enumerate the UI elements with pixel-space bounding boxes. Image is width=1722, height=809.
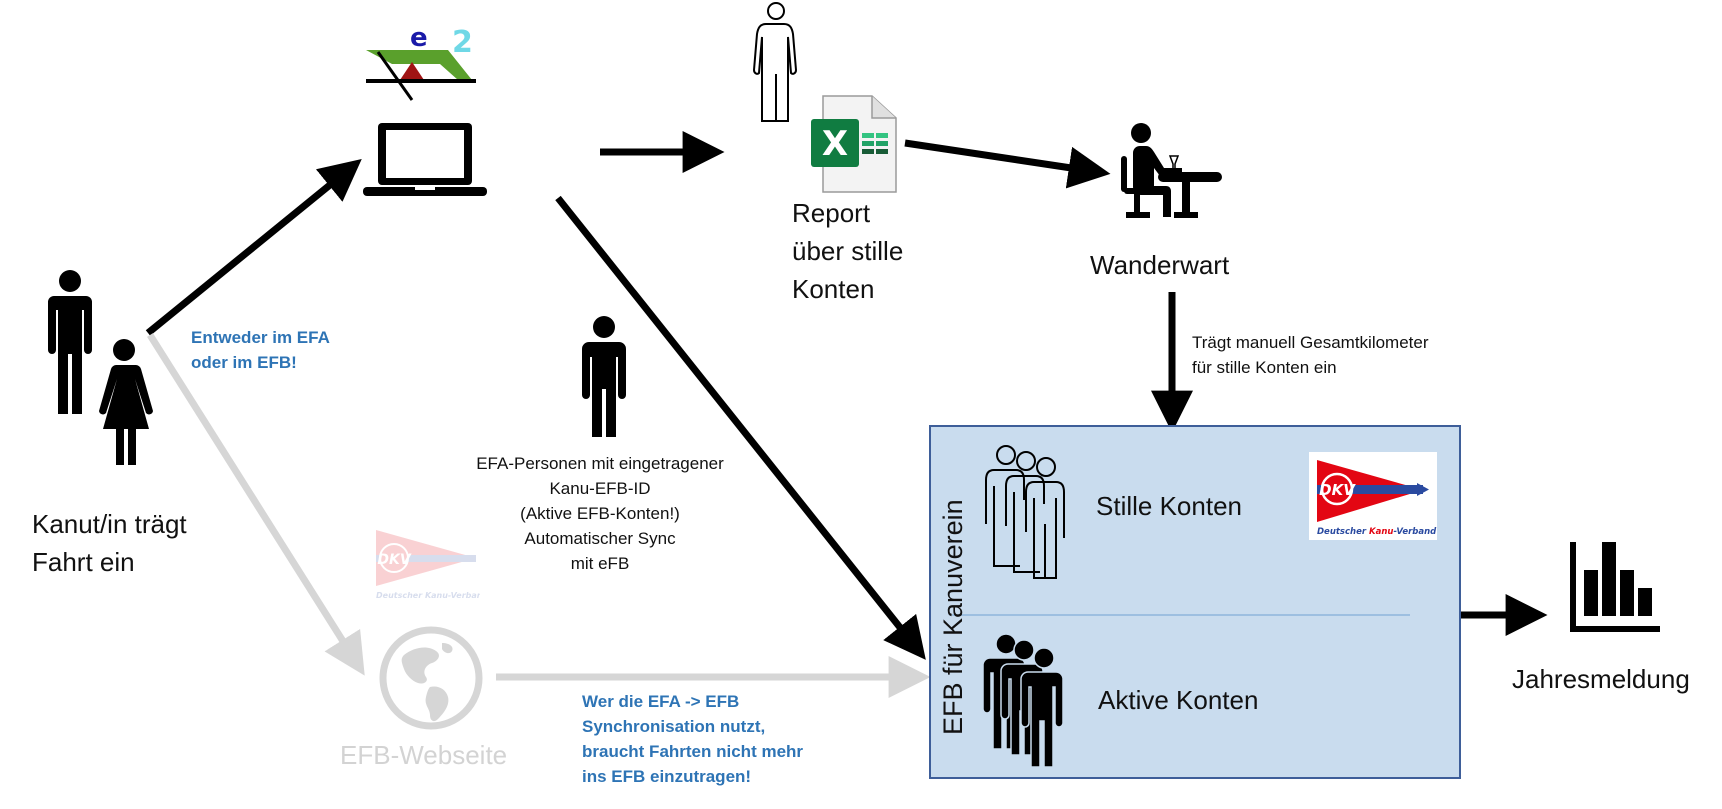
svg-text:X: X — [822, 124, 848, 164]
excel-file-icon: X — [811, 95, 897, 193]
report-label: Report über stille Konten — [792, 194, 903, 308]
dkv-logo: DKV Deutscher Kanu-Verband — [1317, 460, 1437, 537]
jahresmeldung-label: Jahresmeldung — [1512, 664, 1690, 694]
svg-text:Deutscher Kanu-Verband: Deutscher Kanu-Verband — [376, 591, 480, 600]
efa-logo-2: 2 — [452, 25, 473, 60]
man-and-woman-icon — [48, 270, 153, 465]
stille-konten-group-icon — [985, 445, 1065, 579]
efa-persons-line4: Automatischer Sync — [524, 529, 676, 548]
efa-persons-line3: (Aktive EFB-Konten!) — [520, 504, 680, 523]
either-or-note: Entweder im EFA oder im EFB! — [191, 325, 330, 375]
dkv-caption-b: Kanu — [1369, 527, 1393, 537]
efa-persons-line1: EFA-Personen mit eingetragener — [476, 454, 724, 473]
kanute-label-line1: Kanut/in trägt — [32, 509, 187, 539]
arrow-kanute-to-efb-website — [147, 333, 365, 676]
dkv-caption-c: -Verband — [1393, 527, 1437, 537]
wanderwart-action-line1: Trägt manuell Gesamtkilometer — [1192, 333, 1429, 352]
dkv-logo-faded: DKV Deutscher Kanu-Verband — [376, 530, 480, 600]
efa-persons-line2: Kanu-EFB-ID — [549, 479, 651, 498]
kanute-label-line2: Fahrt ein — [32, 547, 135, 577]
efa-persons-line5: mit eFB — [570, 554, 630, 573]
globe-icon — [379, 626, 483, 730]
efa-persons-note: EFA-Personen mit eingetragener Kanu-EFB-… — [455, 451, 745, 576]
efb-box-divider — [952, 614, 1410, 616]
report-label-line2: über stille — [792, 236, 904, 266]
dkv-logo-card: DKV Deutscher Kanu-Verband — [1309, 452, 1437, 540]
report-label-line1: Report — [792, 198, 871, 228]
sync-hint-line1: Wer die EFA -> EFB — [582, 692, 740, 711]
arrow-efa-sync-to-efb — [555, 195, 926, 660]
either-or-line1: Entweder im EFA — [191, 328, 330, 347]
efb-box-title: EFB für Kanuverein — [938, 499, 968, 735]
aktive-konten-label: Aktive Konten — [1098, 685, 1259, 715]
efb-website-label: EFB-Webseite — [340, 740, 508, 770]
person-icon — [582, 316, 626, 437]
stille-konten-label: Stille Konten — [1096, 491, 1242, 521]
sync-hint-line4: ins EFB einzutragen! — [582, 767, 752, 786]
sync-hint-line3: braucht Fahrten nicht mehr — [582, 742, 804, 761]
dkv-logo-text: DKV — [1319, 481, 1356, 499]
wanderwart-action-note: Trägt manuell Gesamtkilometer für stille… — [1192, 330, 1429, 380]
person-at-desk-icon — [1121, 123, 1222, 218]
dkv-caption-a: Deutscher — [1317, 527, 1369, 537]
wanderwart-action-line2: für stille Konten ein — [1192, 358, 1337, 377]
kanute-label: Kanut/in trägt Fahrt ein — [32, 505, 187, 581]
sync-hint-note: Wer die EFA -> EFB Synchronisation nutzt… — [582, 689, 803, 789]
outline-person-icon — [752, 2, 798, 122]
dkv-logo-faded-text: DKV — [377, 552, 411, 568]
arrow-kanute-to-efa — [145, 159, 362, 336]
efa-logo: e 2 — [366, 24, 476, 101]
aktive-konten-group-icon — [982, 633, 1064, 768]
svg-text:Deutscher Kanu-Verband: Deutscher Kanu-Verband — [1317, 527, 1437, 537]
either-or-line2: oder im EFB! — [191, 353, 297, 372]
report-label-line3: Konten — [792, 274, 875, 304]
efa-logo-e: e — [410, 24, 428, 53]
laptop-icon — [363, 123, 487, 196]
wanderwart-label: Wanderwart — [1090, 250, 1230, 280]
sync-hint-line2: Synchronisation nutzt, — [582, 717, 766, 736]
bar-chart-icon — [1570, 542, 1660, 632]
arrow-report-to-wanderwart — [904, 139, 1111, 189]
